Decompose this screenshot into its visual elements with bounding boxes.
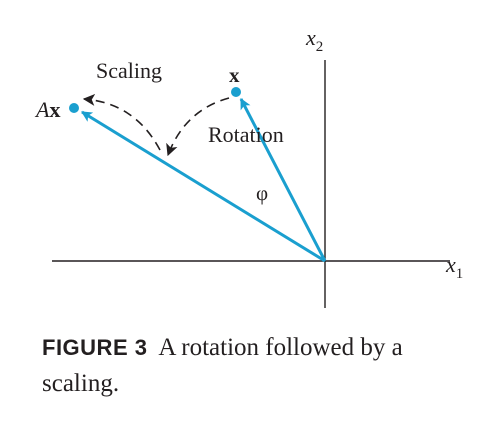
x2-axis-label: x2 xyxy=(305,25,323,55)
x1-axis-label: x1 xyxy=(445,252,463,282)
x1-axis-subscript: 1 xyxy=(456,266,464,282)
point-x-label: x xyxy=(229,63,240,87)
x2-axis-subscript: 2 xyxy=(316,39,324,55)
point-ax xyxy=(69,103,79,113)
vector-ax xyxy=(81,110,326,263)
figure-caption: FIGURE 3 A rotation followed by a scalin… xyxy=(42,330,482,402)
rotation-scaling-diagram: x1 x2 Scaling x Ax Rotation φ xyxy=(34,25,463,308)
caption-label: FIGURE 3 xyxy=(42,335,148,360)
caption-text: A rotation followed by a scaling. xyxy=(42,334,403,397)
point-ax-label: Ax xyxy=(34,97,60,122)
matrix-a: A xyxy=(34,97,50,122)
rotation-arc xyxy=(166,97,230,157)
scaling-label: Scaling xyxy=(96,58,162,83)
vector-x xyxy=(239,98,327,262)
vector-x-bold: x xyxy=(49,97,60,122)
point-x xyxy=(231,87,241,97)
rotation-label: Rotation xyxy=(208,122,284,147)
scaling-arc xyxy=(82,93,161,151)
angle-phi-label: φ xyxy=(256,181,268,205)
